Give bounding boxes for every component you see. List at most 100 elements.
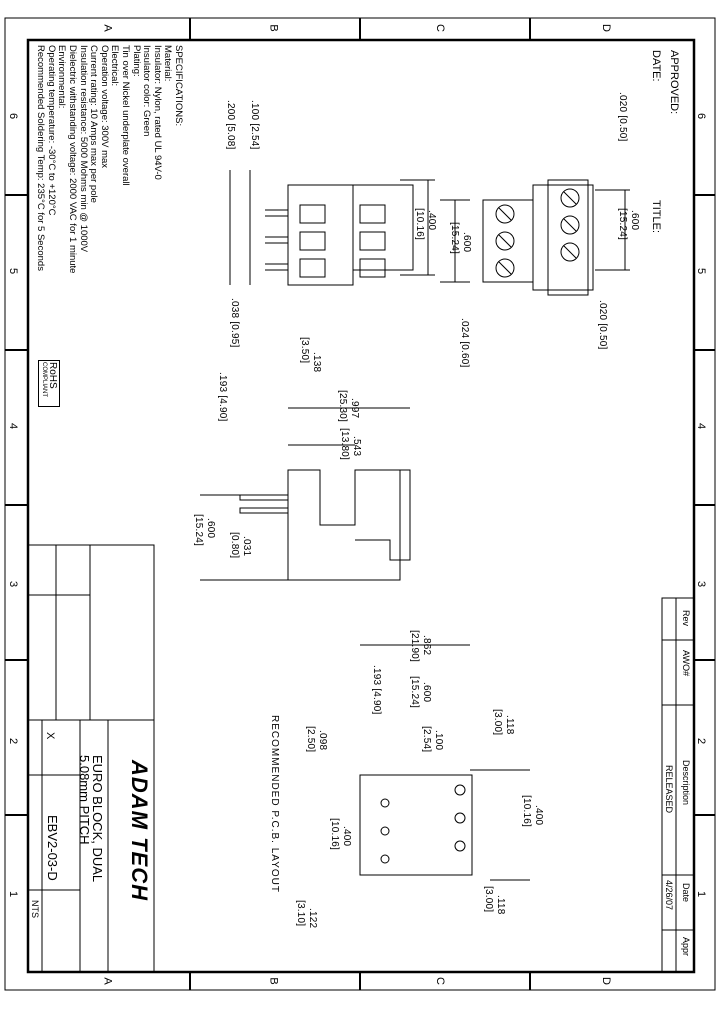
grid-num-6-left: 6	[7, 112, 20, 120]
dim-400a: .400	[426, 210, 437, 231]
dim-600a: .600	[629, 210, 640, 231]
rev-row-date: 4/26/07	[664, 880, 674, 911]
grid-num-4-right: 4	[695, 422, 708, 430]
dim-031-mm: [0.80]	[229, 532, 240, 559]
grid-letter-d-top: D	[599, 24, 612, 32]
rohs-bottom-label: COMPLIANT	[41, 362, 47, 398]
dim-031: .031	[241, 536, 252, 557]
dim-193b: .193 [4.90]	[371, 665, 382, 715]
title-line-1: EURO BLOCK, DUAL	[90, 755, 105, 883]
spec-line: Insulation resistance: 5000 Mohms min @ …	[77, 45, 89, 253]
dim-400a-mm: [10.16]	[414, 208, 425, 240]
grid-num-2-right: 2	[695, 737, 708, 745]
spec-heading: SPECIFICATIONS:	[173, 45, 184, 127]
rev-header-description: Description	[681, 760, 691, 806]
dim-100b-mm: [2.54]	[421, 726, 432, 753]
dim-543: .543	[351, 436, 362, 457]
spec-line: Operation voltage: 300V max	[98, 45, 110, 169]
dim-118a: .118	[504, 715, 515, 735]
dim-600d-mm: [15.24]	[409, 676, 420, 708]
dim-024: .024 [0.60]	[459, 318, 470, 368]
dim-138-mm: [3.50]	[299, 337, 310, 364]
dim-122-mm: [3.10]	[295, 900, 306, 927]
spec-line: Plating:	[130, 45, 142, 77]
dim-600b: .600	[461, 232, 472, 253]
dim-862: .862	[421, 635, 432, 656]
pcb-layout	[359, 644, 530, 881]
grid-letter-c-bottom: C	[433, 977, 446, 985]
grid-num-2-left: 2	[7, 737, 20, 745]
dim-600c: .600	[205, 518, 216, 539]
rev-row-description: RELEASED	[664, 765, 674, 814]
dim-400c-mm: [10.16]	[329, 818, 340, 850]
grid-letter-a-bottom: A	[101, 977, 114, 985]
dim-400b: .400	[533, 805, 544, 826]
spec-line: Electrical:	[109, 45, 121, 87]
dim-193a: .193 [4.90]	[217, 372, 228, 422]
dim-862-mm: [21.90]	[409, 630, 420, 662]
dim-400b-mm: [10.16]	[521, 795, 532, 827]
dim-543-mm: [13.80]	[339, 428, 350, 460]
rohs-text: RoHS COMPLIANT	[39, 362, 58, 398]
spec-line: Operating temperature: -30°C to +120°C	[45, 45, 57, 216]
rohs-badge	[38, 360, 60, 407]
grid-letter-b-bottom: B	[267, 977, 280, 985]
rev-header-appr: Appr	[681, 937, 691, 957]
grid-num-3-left: 3	[7, 580, 20, 588]
spec-line: Dielectric withstanding voltage: 2000 VA…	[67, 45, 79, 274]
grid-letter-c-top: C	[433, 24, 446, 32]
grid-num-6-right: 6	[695, 112, 708, 120]
dim-100b: .100	[433, 730, 444, 751]
dim-200: .200 [5.08]	[225, 100, 236, 150]
side-view	[229, 170, 435, 286]
rohs-top-label: RoHS	[47, 362, 58, 389]
spec-line: Insulator color: Green	[141, 45, 153, 137]
grid-letter-a-top: A	[101, 24, 114, 32]
dim-138: .138	[311, 352, 322, 373]
grid-num-1-left: 1	[7, 890, 20, 898]
check-mark: X	[44, 732, 56, 740]
top-view	[440, 179, 630, 296]
title-block-lines	[27, 544, 155, 973]
front-view	[200, 407, 411, 581]
grid-letter-d-bottom: D	[599, 977, 612, 985]
dim-118a-mm: [3.00]	[492, 709, 503, 736]
title-label: TITLE:	[650, 200, 662, 234]
approved-label: APPROVED:	[668, 50, 680, 115]
grid-num-1-right: 1	[695, 890, 708, 898]
grid-letter-b-top: B	[267, 24, 280, 32]
specifications-block: SPECIFICATIONS: Material: Insulator: Nyl…	[35, 45, 184, 274]
spec-line: Environmental:	[56, 45, 68, 109]
dim-997: .997	[349, 398, 360, 419]
spec-line: Tin over Nickel underplate overall	[120, 45, 132, 186]
dim-600d: .600	[421, 682, 432, 703]
dim-098: .098	[317, 730, 328, 751]
revision-table-lines	[661, 597, 695, 973]
dim-118b: .118	[495, 895, 506, 915]
dim-600a-mm: [15.24]	[617, 208, 628, 240]
grid-num-5-right: 5	[695, 267, 708, 275]
dim-118b-mm: [3.00]	[483, 886, 494, 913]
pcb-layout-caption: RECOMMENDED P.C.B. LAYOUT	[269, 715, 280, 893]
part-number: EBV2-03-D	[45, 815, 60, 881]
grid-num-4-left: 4	[7, 422, 20, 430]
spec-line: Current rating: 10 Amps max per pole	[88, 45, 100, 203]
dim-600c-mm: [15.24]	[193, 514, 204, 546]
dim-400c: .400	[341, 826, 352, 847]
brand-logo: ADAM TECH	[127, 760, 152, 901]
grid-num-5-left: 5	[7, 267, 20, 275]
spec-line: Insulator: Nylon, rated UL 94V-0	[151, 45, 163, 180]
date-label: DATE:	[650, 50, 662, 82]
rev-header-rev: Rev	[681, 610, 691, 627]
grid-num-3-right: 3	[695, 580, 708, 588]
title-line-2: 5.08mm PITCH	[77, 755, 92, 845]
dim-038: .038 [0.95]	[229, 298, 240, 348]
dim-098-mm: [2.50]	[305, 726, 316, 753]
scale-value: NTS	[30, 900, 40, 918]
spec-line: Recommended Soldering Temp: 235°C for 5 …	[35, 45, 47, 271]
dim-020b: .020 [0.50]	[597, 300, 608, 350]
dim-020a: .020 [0.50]	[617, 92, 628, 142]
spec-line: Material:	[162, 45, 174, 82]
dim-600b-mm: [15.24]	[449, 222, 460, 254]
